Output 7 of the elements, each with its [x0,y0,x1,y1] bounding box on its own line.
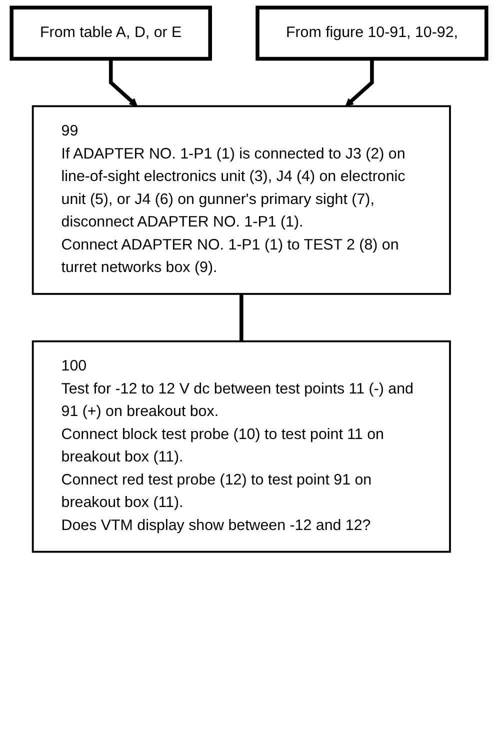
node-box: From figure 10-91, 10-92, [256,6,488,61]
node-box: 99 If ADAPTER NO. 1-P1 (1) is connected to J3 (2) on line-of-sight electronics unit (3), J4 (4) on electronic unit (5), or J4 (6) on gunner's primary sight (7), disconnect ADAPTER NO. 1-P1 (1). Connect ADAPTER NO. 1-P1 (1) to TEST 2 (8) on turret networks box (9). [32,105,451,295]
connector [240,294,244,342]
node-box: From table A, D, or E [10,6,212,61]
arrow [345,58,374,107]
arrow [108,58,138,107]
node-box: 100 Test for -12 to 12 V dc between test points 11 (-) and 91 (+) on breakout box. Connect block test probe (10) to test point 11 on breakout box (11). Connect red test probe (12) to test point 91 on breakout box (11). Does VTM display show between -12 and 12? [32,340,451,553]
